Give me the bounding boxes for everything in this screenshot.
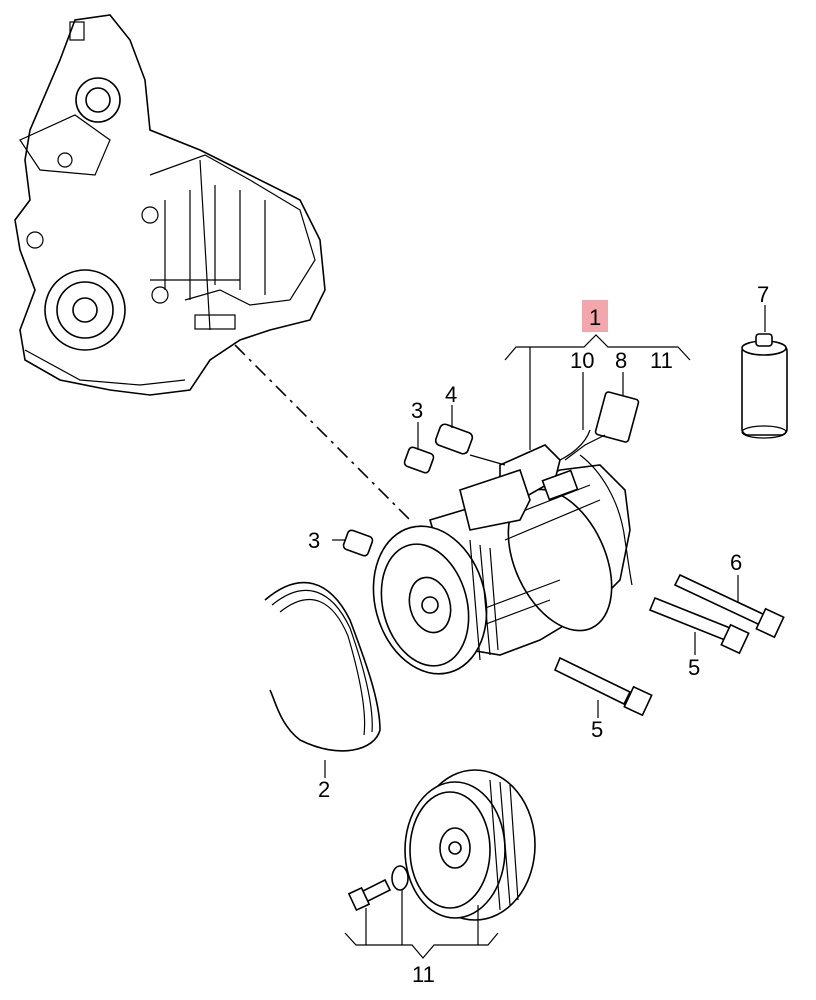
- callout-1-highlight: [582, 300, 608, 332]
- ac-compressor: [372, 444, 633, 675]
- callout-3-lower: 3: [308, 528, 320, 553]
- bushing-3-lower: [342, 529, 374, 557]
- leader-lines: [324, 305, 766, 959]
- callout-3-upper: 3: [411, 398, 423, 423]
- bolt-6: [673, 573, 785, 639]
- pulley-assembly: [347, 769, 536, 921]
- callout-2: 2: [318, 777, 330, 802]
- mounting-axis-line: [234, 344, 411, 521]
- poly-v-belt: [264, 581, 381, 752]
- bolt-5-lower: [553, 656, 653, 717]
- callout-6: 6: [730, 550, 742, 575]
- connector-8: [564, 391, 640, 461]
- oil-can-7: [741, 333, 788, 439]
- callout-8: 8: [615, 348, 627, 373]
- callout-4: 4: [445, 382, 457, 407]
- callout-5-upper: 5: [688, 655, 700, 680]
- bushing-3-upper: [403, 446, 435, 474]
- sleeve-4: [434, 423, 506, 466]
- callout-7: 7: [757, 282, 769, 307]
- callout-11-bottom: 11: [412, 962, 435, 987]
- callout-5-lower: 5: [591, 717, 603, 742]
- bolt-5-upper: [648, 596, 750, 655]
- callout-10: 10: [570, 348, 594, 373]
- wire-10: [559, 429, 591, 461]
- callout-11-top: 11: [650, 348, 673, 373]
- engine-block: [14, 14, 326, 396]
- callout-1: 1: [589, 305, 601, 330]
